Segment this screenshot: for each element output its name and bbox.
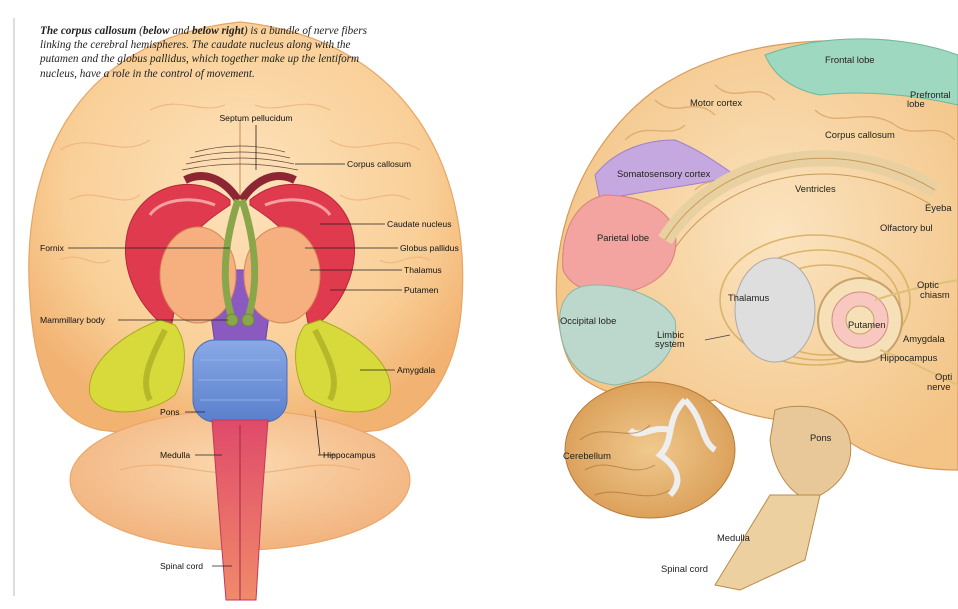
brain-sagittal-illustration: Frontal lobe Motor cortex Prefrontal lob… bbox=[535, 0, 958, 609]
label-frontal-lobe: Frontal lobe bbox=[825, 54, 875, 65]
label-pons: Pons bbox=[810, 432, 832, 443]
label-somatosensory-cortex: Somatosensory cortex bbox=[617, 168, 711, 179]
label-medulla: Medulla bbox=[160, 450, 190, 460]
label-pons: Pons bbox=[160, 407, 180, 417]
label-septum-pellucidum: Septum pellucidum bbox=[219, 113, 292, 123]
label-spinal-cord: Spinal cord bbox=[160, 561, 203, 571]
label-corpus-callosum: Corpus callosum bbox=[825, 129, 895, 140]
right-diagram-panel: Frontal lobe Motor cortex Prefrontal lob… bbox=[535, 0, 958, 609]
label-medulla: Medulla bbox=[717, 532, 751, 543]
label-amygdala: Amygdala bbox=[397, 365, 435, 375]
caption-bold-a: The corpus callosum bbox=[40, 25, 136, 37]
caption-bold-c: below right bbox=[192, 25, 244, 37]
label-optic-chiasm-line2: chiasm bbox=[920, 289, 950, 300]
label-prefrontal-line2: lobe bbox=[907, 98, 925, 109]
label-corpus-callosum: Corpus callosum bbox=[347, 159, 411, 169]
label-hippocampus: Hippocampus bbox=[323, 450, 376, 460]
parietal-region bbox=[563, 195, 676, 293]
label-thalamus: Thalamus bbox=[728, 292, 769, 303]
label-hippocampus: Hippocampus bbox=[880, 352, 938, 363]
label-fornix: Fornix bbox=[40, 243, 65, 253]
label-eyeball: Eyeba bbox=[925, 202, 952, 213]
diagram-caption: The corpus callosum (below and below rig… bbox=[40, 24, 370, 81]
pons-shape bbox=[193, 340, 287, 422]
label-putamen: Putamen bbox=[848, 319, 886, 330]
caption-text-b: and bbox=[170, 25, 192, 37]
label-parietal-lobe: Parietal lobe bbox=[597, 232, 649, 243]
label-amygdala: Amygdala bbox=[903, 333, 945, 344]
label-globus-pallidus: Globus pallidus bbox=[400, 243, 459, 253]
thalamus-shape bbox=[735, 258, 815, 362]
label-optic-nerve-line2: nerve bbox=[927, 381, 950, 392]
label-motor-cortex: Motor cortex bbox=[690, 97, 742, 108]
left-diagram-panel: Septum pellucidum Corpus callosum Caudat… bbox=[0, 0, 480, 609]
label-mammillary-body: Mammillary body bbox=[40, 315, 106, 325]
label-limbic-line2: system bbox=[655, 338, 685, 349]
label-caudate-nucleus: Caudate nucleus bbox=[387, 219, 452, 229]
label-putamen: Putamen bbox=[404, 285, 439, 295]
label-ventricles: Ventricles bbox=[795, 183, 836, 194]
pons-shape bbox=[770, 406, 851, 500]
label-olfactory-bulb: Olfactory bul bbox=[880, 222, 933, 233]
label-spinal-cord: Spinal cord bbox=[661, 563, 708, 574]
caption-bold-b: below bbox=[143, 25, 170, 37]
label-cerebellum: Cerebellum bbox=[563, 450, 611, 461]
label-occipital-lobe: Occipital lobe bbox=[560, 315, 616, 326]
brain-coronal-illustration: Septum pellucidum Corpus callosum Caudat… bbox=[0, 0, 480, 609]
label-thalamus: Thalamus bbox=[404, 265, 442, 275]
